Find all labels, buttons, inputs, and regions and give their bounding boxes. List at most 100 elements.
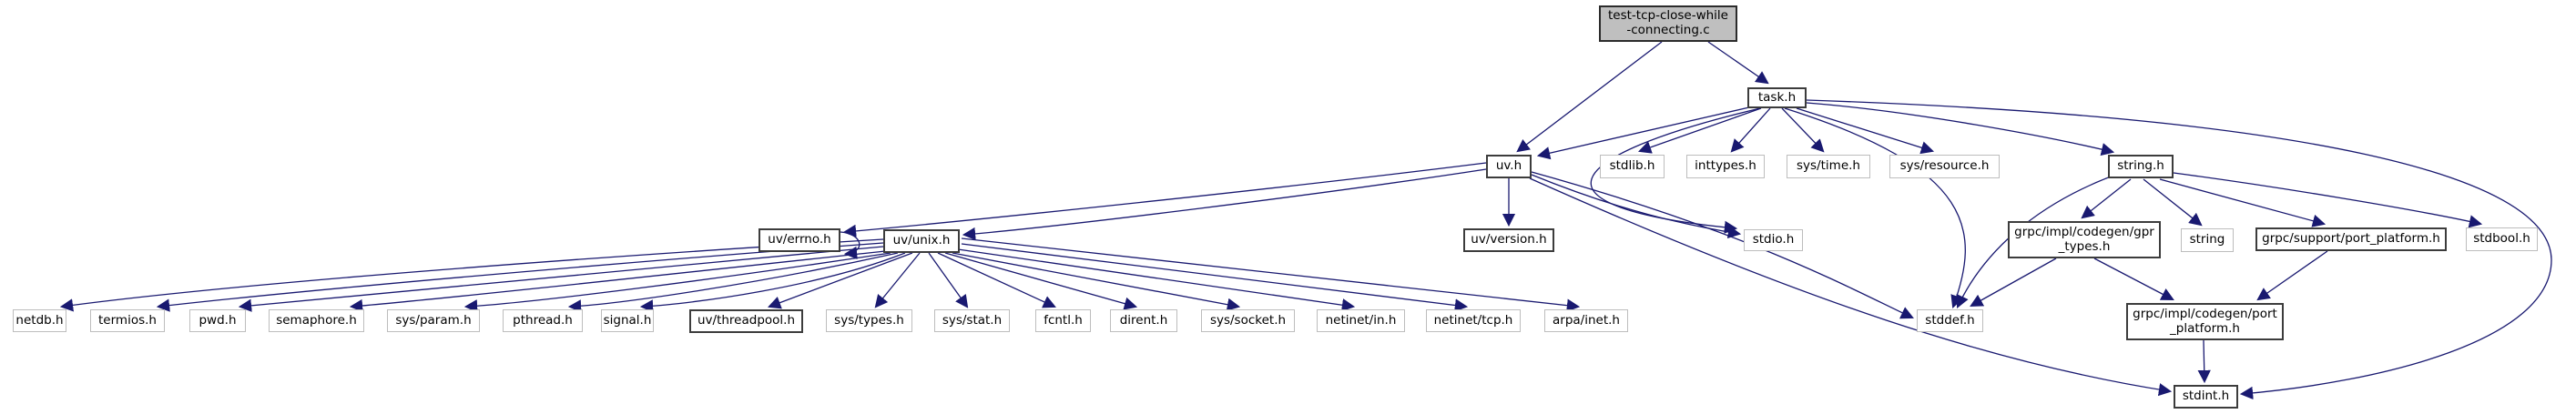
edge-string-h-stdbool-h <box>2173 172 2483 228</box>
node-label: sys/stat.h <box>942 312 1003 328</box>
edge-uv-h-stdint-h <box>1529 177 2173 397</box>
edge-task-h-string-h <box>1806 102 2115 157</box>
node-uv-errno-h[interactable]: uv/errno.h <box>759 228 840 252</box>
node-string-h[interactable]: string.h <box>2108 155 2174 178</box>
node-label: sys/time.h <box>1797 158 1860 174</box>
node-sys-param-h: sys/param.h <box>387 309 480 332</box>
node-arpa-inet-h: arpa/inet.h <box>1544 309 1628 332</box>
edge-uv-unix-h-fcntl-h <box>937 252 1056 308</box>
node-label: sys/socket.h <box>1209 312 1287 328</box>
node-termios-h: termios.h <box>90 309 165 332</box>
node-stdbool-h: stdbool.h <box>2466 227 2538 251</box>
edge-support-port-platform-h-codegen-port-platform-h <box>2256 250 2328 301</box>
edge-uv-unix-h-semaphore-h <box>349 250 886 313</box>
edge-task-h-stdlib-h <box>1637 107 1762 154</box>
node-label: _platform.h <box>2170 320 2240 336</box>
node-stdio-h: stdio.h <box>1744 229 1803 251</box>
node-stddef-h: stddef.h <box>1917 309 1983 332</box>
edge-uv-h-stddef-h <box>1531 171 1914 319</box>
node-label: uv/version.h <box>1471 232 1547 247</box>
node-label: semaphore.h <box>276 312 357 328</box>
node-netdb-h: netdb.h <box>13 309 66 332</box>
node-label: grpc/impl/codegen/port <box>2133 306 2277 321</box>
edge-uv-unix-h-netdb-h <box>59 238 884 312</box>
node-label: task.h <box>1757 89 1797 105</box>
node-label: termios.h <box>98 312 157 328</box>
node-label: string.h <box>2117 158 2164 174</box>
node-stdlib-h: stdlib.h <box>1600 155 1665 178</box>
node-label: stdio.h <box>1752 232 1795 247</box>
edge-uv-unix-h-sys-types-h <box>874 252 921 308</box>
node-label: sys/resource.h <box>1899 158 1990 174</box>
node-label: uv/threadpool.h <box>697 313 796 328</box>
node-sys-resource-h: sys/resource.h <box>1889 155 2000 178</box>
edge-uv-unix-h-arpa-inet-h <box>961 237 1581 312</box>
node-task-h[interactable]: task.h <box>1747 87 1807 108</box>
node-label: signal.h <box>603 312 652 328</box>
node-uv-threadpool-h[interactable]: uv/threadpool.h <box>689 309 803 333</box>
node-label: netinet/tcp.h <box>1433 312 1513 328</box>
node-label: grpc/support/port_platform.h <box>2262 231 2440 247</box>
node-test-tcp-close-while-connecting-c: test-tcp-close-while -connecting.c <box>1599 5 1737 42</box>
edge-uv-unix-h-dirent-h <box>944 252 1138 310</box>
edge-task-h-stddef-h <box>1784 107 1966 309</box>
node-label: string <box>2189 232 2225 247</box>
node-label: stdbool.h <box>2473 231 2530 247</box>
node-signal-h: signal.h <box>601 309 654 332</box>
edge-task-h-sys-time-h <box>1781 107 1825 153</box>
node-pthread-h: pthread.h <box>503 309 583 332</box>
node-uv-unix-h[interactable]: uv/unix.h <box>883 229 960 253</box>
node-fcntl-h: fcntl.h <box>1035 309 1091 332</box>
node-stdint-h[interactable]: stdint.h <box>2174 385 2238 409</box>
node-label: pthread.h <box>513 312 573 328</box>
node-gpr-types-h[interactable]: grpc/impl/codegen/gpr _types.h <box>2008 221 2161 258</box>
edge-main-task-h <box>1707 41 1769 85</box>
node-label: uv.h <box>1495 158 1522 174</box>
node-label: pwd.h <box>199 312 237 328</box>
node-dirent-h: dirent.h <box>1110 309 1177 332</box>
node-uv-version-h[interactable]: uv/version.h <box>1463 228 1554 252</box>
edge-uv-unix-h-pthread-h <box>567 252 899 313</box>
edge-uv-errno-h-loop <box>840 231 860 260</box>
edge-uv-h-uv-unix-h <box>962 168 1487 241</box>
node-inttypes-h: inttypes.h <box>1686 155 1765 178</box>
node-uv-h[interactable]: uv.h <box>1486 155 1532 178</box>
edge-uv-unix-h-sys-socket-h <box>952 252 1241 311</box>
edge-main-uv-h <box>1516 41 1663 153</box>
node-sys-socket-h: sys/socket.h <box>1201 309 1295 332</box>
node-label: uv/unix.h <box>892 233 951 248</box>
node-label: netinet/in.h <box>1325 312 1397 328</box>
node-sys-stat-h: sys/stat.h <box>934 309 1010 332</box>
node-support-port-platform-h[interactable]: grpc/support/port_platform.h <box>2255 227 2447 251</box>
edge-gpr-types-h-codegen-port-platform-h <box>2093 257 2174 300</box>
node-netinet-in-h: netinet/in.h <box>1317 309 1405 332</box>
edge-uv-unix-h-sys-param-h <box>463 252 891 313</box>
edge-task-h-uv-h <box>1536 106 1750 160</box>
node-label: uv/errno.h <box>768 232 831 247</box>
edge-uv-unix-h-pwd-h <box>238 246 884 312</box>
edge-uv-unix-h-netinet-in-h <box>957 248 1356 312</box>
node-label: fcntl.h <box>1044 312 1083 328</box>
node-netinet-tcp-h: netinet/tcp.h <box>1426 309 1521 332</box>
node-label: stdlib.h <box>1609 158 1655 174</box>
edge-gpr-types-h-stddef-h <box>1970 257 2057 308</box>
edge-task-h-inttypes-h <box>1730 107 1771 153</box>
edge-uv-unix-h-sys-stat-h <box>928 252 969 308</box>
node-label: stddef.h <box>1925 312 1975 328</box>
node-label: sys/param.h <box>395 312 472 328</box>
edge-task-h-stdint-h <box>1806 99 2552 400</box>
edge-string-h-gpr-types-h <box>2081 178 2132 219</box>
edge-string-h-support-port-platform-h <box>2159 178 2327 227</box>
node-label: _types.h <box>2058 238 2111 254</box>
node-sys-types-h: sys/types.h <box>826 309 912 332</box>
node-label: dirent.h <box>1119 312 1168 328</box>
edge-uv-unix-h-uv-threadpool-h <box>767 252 913 309</box>
node-label: arpa/inet.h <box>1553 312 1620 328</box>
edge-uv-h-stdio-h <box>1531 174 1742 239</box>
node-codegen-port-platform-h[interactable]: grpc/impl/codegen/port _platform.h <box>2126 303 2284 340</box>
node-label: grpc/impl/codegen/gpr <box>2014 224 2154 239</box>
node-label: netdb.h <box>15 312 64 328</box>
node-semaphore-h: semaphore.h <box>269 309 364 332</box>
